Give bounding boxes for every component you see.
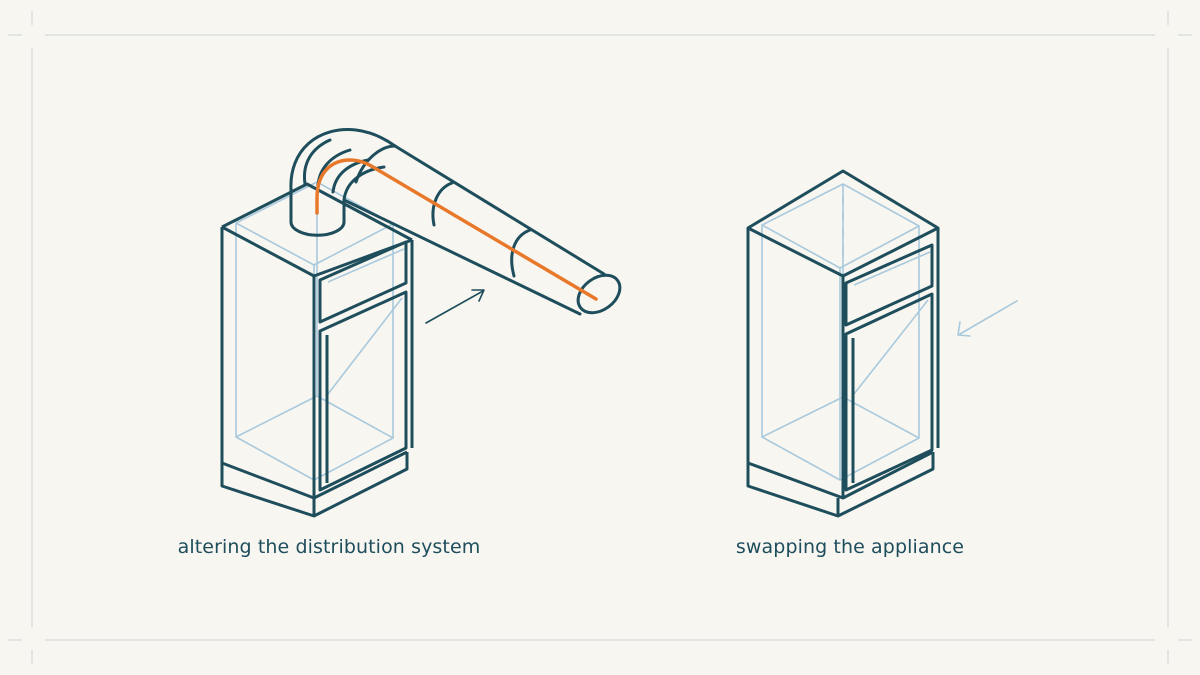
caption-altering-distribution: altering the distribution system bbox=[177, 536, 481, 558]
duct bbox=[289, 128, 622, 316]
duct-collar bbox=[289, 188, 346, 237]
left-arrow bbox=[425, 289, 485, 324]
elbow-ring bbox=[302, 138, 332, 186]
left-cabinet-outline bbox=[220, 182, 414, 518]
duct-elbow-outer bbox=[289, 128, 397, 192]
duct-open-end bbox=[576, 273, 622, 315]
duct-top-edge bbox=[393, 144, 606, 276]
duct-joint bbox=[431, 181, 454, 227]
caption-swapping-appliance: swapping the appliance bbox=[735, 536, 965, 558]
duct-airflow-path bbox=[315, 158, 598, 301]
elbow-ring bbox=[354, 144, 397, 184]
right-arrow bbox=[957, 300, 1018, 337]
elbow-ring bbox=[331, 158, 370, 194]
right-cabinet-outline bbox=[746, 169, 940, 518]
duct-joint bbox=[510, 228, 532, 278]
right-appliance-cabinet bbox=[746, 169, 940, 518]
right-cabinet-interior bbox=[761, 183, 931, 481]
page-frame bbox=[8, 11, 1192, 664]
duct-bottom-edge bbox=[342, 198, 582, 316]
left-appliance-cabinet bbox=[220, 181, 414, 518]
